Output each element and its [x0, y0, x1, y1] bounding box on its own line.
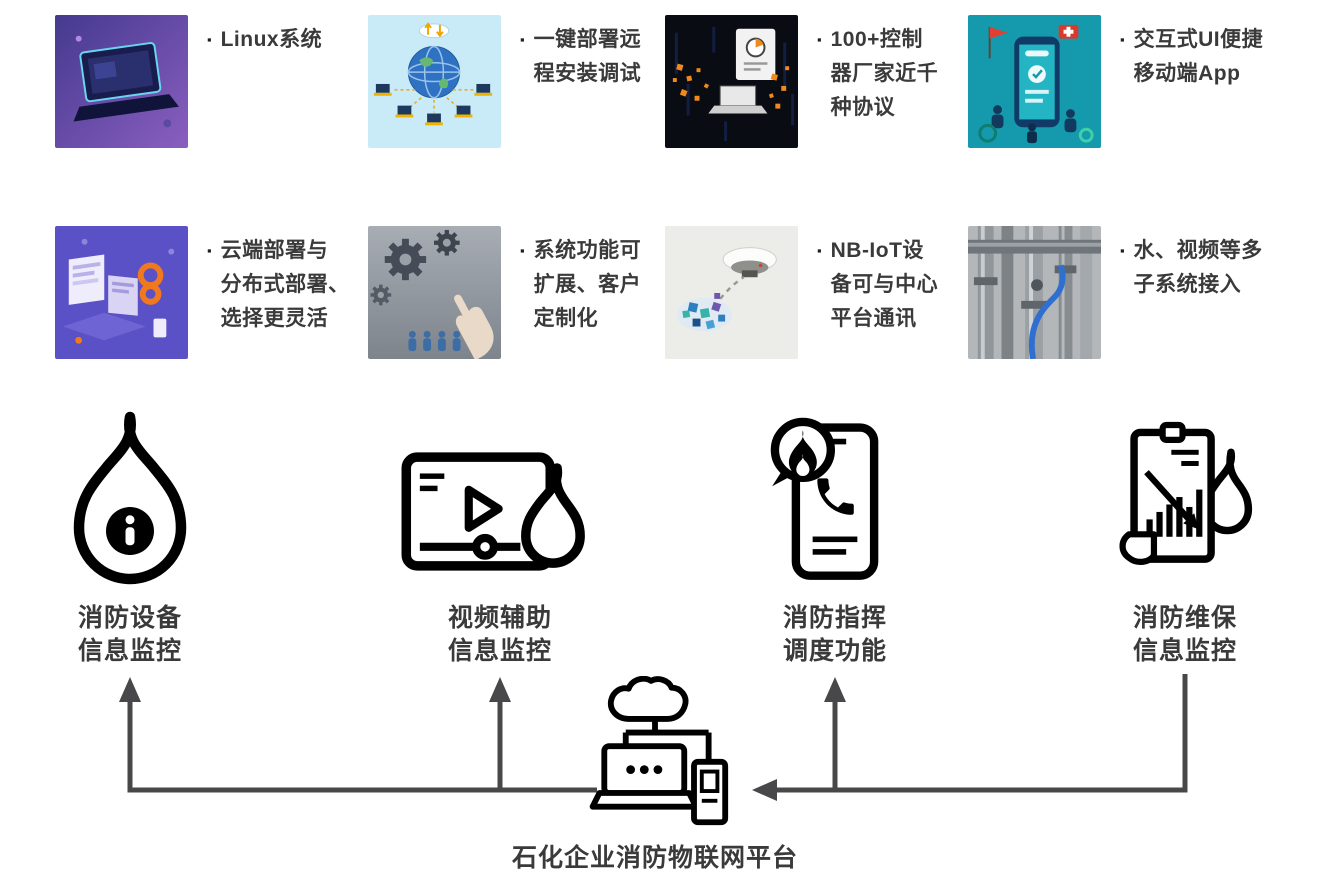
arrowhead-left-platform	[752, 779, 777, 801]
function-label-dispatch: 消防指挥 调度功能	[782, 604, 887, 665]
protocols-dark-illustration	[665, 15, 798, 148]
feature-label-extensible: 系统功能可 扩展、客户 定制化	[533, 239, 642, 330]
subsystems-thumbnail-image	[968, 226, 1101, 359]
bullet-icon: ▪	[520, 243, 525, 258]
fire-info-icon	[40, 405, 220, 605]
video-fire-icon	[398, 430, 602, 598]
feature-protocols: ▪ 100+控制 器厂家近千 种协议	[665, 15, 938, 148]
feature-label-subsystems: 水、视频等多 子系统接入	[1133, 239, 1263, 296]
feature-subsystems: ▪ 水、视频等多 子系统接入	[968, 226, 1263, 359]
mobile-app-teal-illustration	[968, 15, 1101, 148]
phone-fire-icon	[765, 408, 905, 603]
feature-cloud-deploy: ▪ 云端部署与 分布式部署、 选择更灵活	[55, 226, 350, 359]
globe-network-illustration	[368, 15, 501, 148]
arrowhead-up-video	[489, 677, 511, 702]
bullet-icon: ▪	[207, 243, 212, 258]
feature-label-linux: Linux系统	[220, 28, 323, 51]
feature-deploy: ▪ 一键部署远 程安装调试	[368, 15, 641, 148]
function-label-video-monitoring: 视频辅助 信息监控	[447, 604, 552, 665]
nbiot-detector-illustration	[665, 226, 798, 359]
mobile-app-thumbnail-image	[968, 15, 1101, 148]
deploy-thumbnail-image	[368, 15, 501, 148]
feature-mobile-app: ▪ 交互式UI便捷 移动端App	[968, 15, 1263, 148]
linux-thumbnail-image	[55, 15, 188, 148]
clipboard-fire-icon	[1109, 420, 1261, 589]
arrowhead-up-fire-info	[119, 677, 141, 702]
bullet-icon: ▪	[520, 32, 525, 47]
bullet-icon: ▪	[817, 32, 822, 47]
bullet-icon: ▪	[817, 243, 822, 258]
extensible-thumbnail-image	[368, 226, 501, 359]
function-label-device-monitoring: 消防设备 信息监控	[77, 604, 182, 665]
feature-label-protocols: 100+控制 器厂家近千 种协议	[830, 28, 939, 119]
feature-label-mobile-app: 交互式UI便捷 移动端App	[1133, 28, 1264, 85]
arrowhead-up-phone	[824, 677, 846, 702]
industrial-pipes-illustration	[968, 226, 1101, 359]
laptop-purple-illustration	[55, 15, 188, 148]
gears-hand-illustration	[368, 226, 501, 359]
bullet-icon: ▪	[207, 32, 212, 47]
feature-linux: ▪ Linux系统	[55, 15, 322, 148]
bullet-icon: ▪	[1120, 243, 1125, 258]
bullet-icon: ▪	[1120, 32, 1125, 47]
platform-title: 石化企业消防物联网平台	[511, 844, 798, 872]
feature-label-deploy: 一键部署远 程安装调试	[533, 28, 642, 85]
function-label-maintenance: 消防维保 信息监控	[1132, 604, 1237, 665]
protocols-thumbnail-image	[665, 15, 798, 148]
feature-nbiot: ▪ NB-IoT设 备可与中心 平台通讯	[665, 226, 938, 359]
nbiot-thumbnail-image	[665, 226, 798, 359]
cloud-deploy-purple-illustration	[55, 226, 188, 359]
feature-extensible: ▪ 系统功能可 扩展、客户 定制化	[368, 226, 641, 359]
cloud-deploy-thumbnail-image	[55, 226, 188, 359]
feature-label-nbiot: NB-IoT设 备可与中心 平台通讯	[830, 239, 939, 330]
cloud-server-icon	[572, 675, 738, 837]
feature-label-cloud-deploy: 云端部署与 分布式部署、 选择更灵活	[220, 239, 350, 330]
